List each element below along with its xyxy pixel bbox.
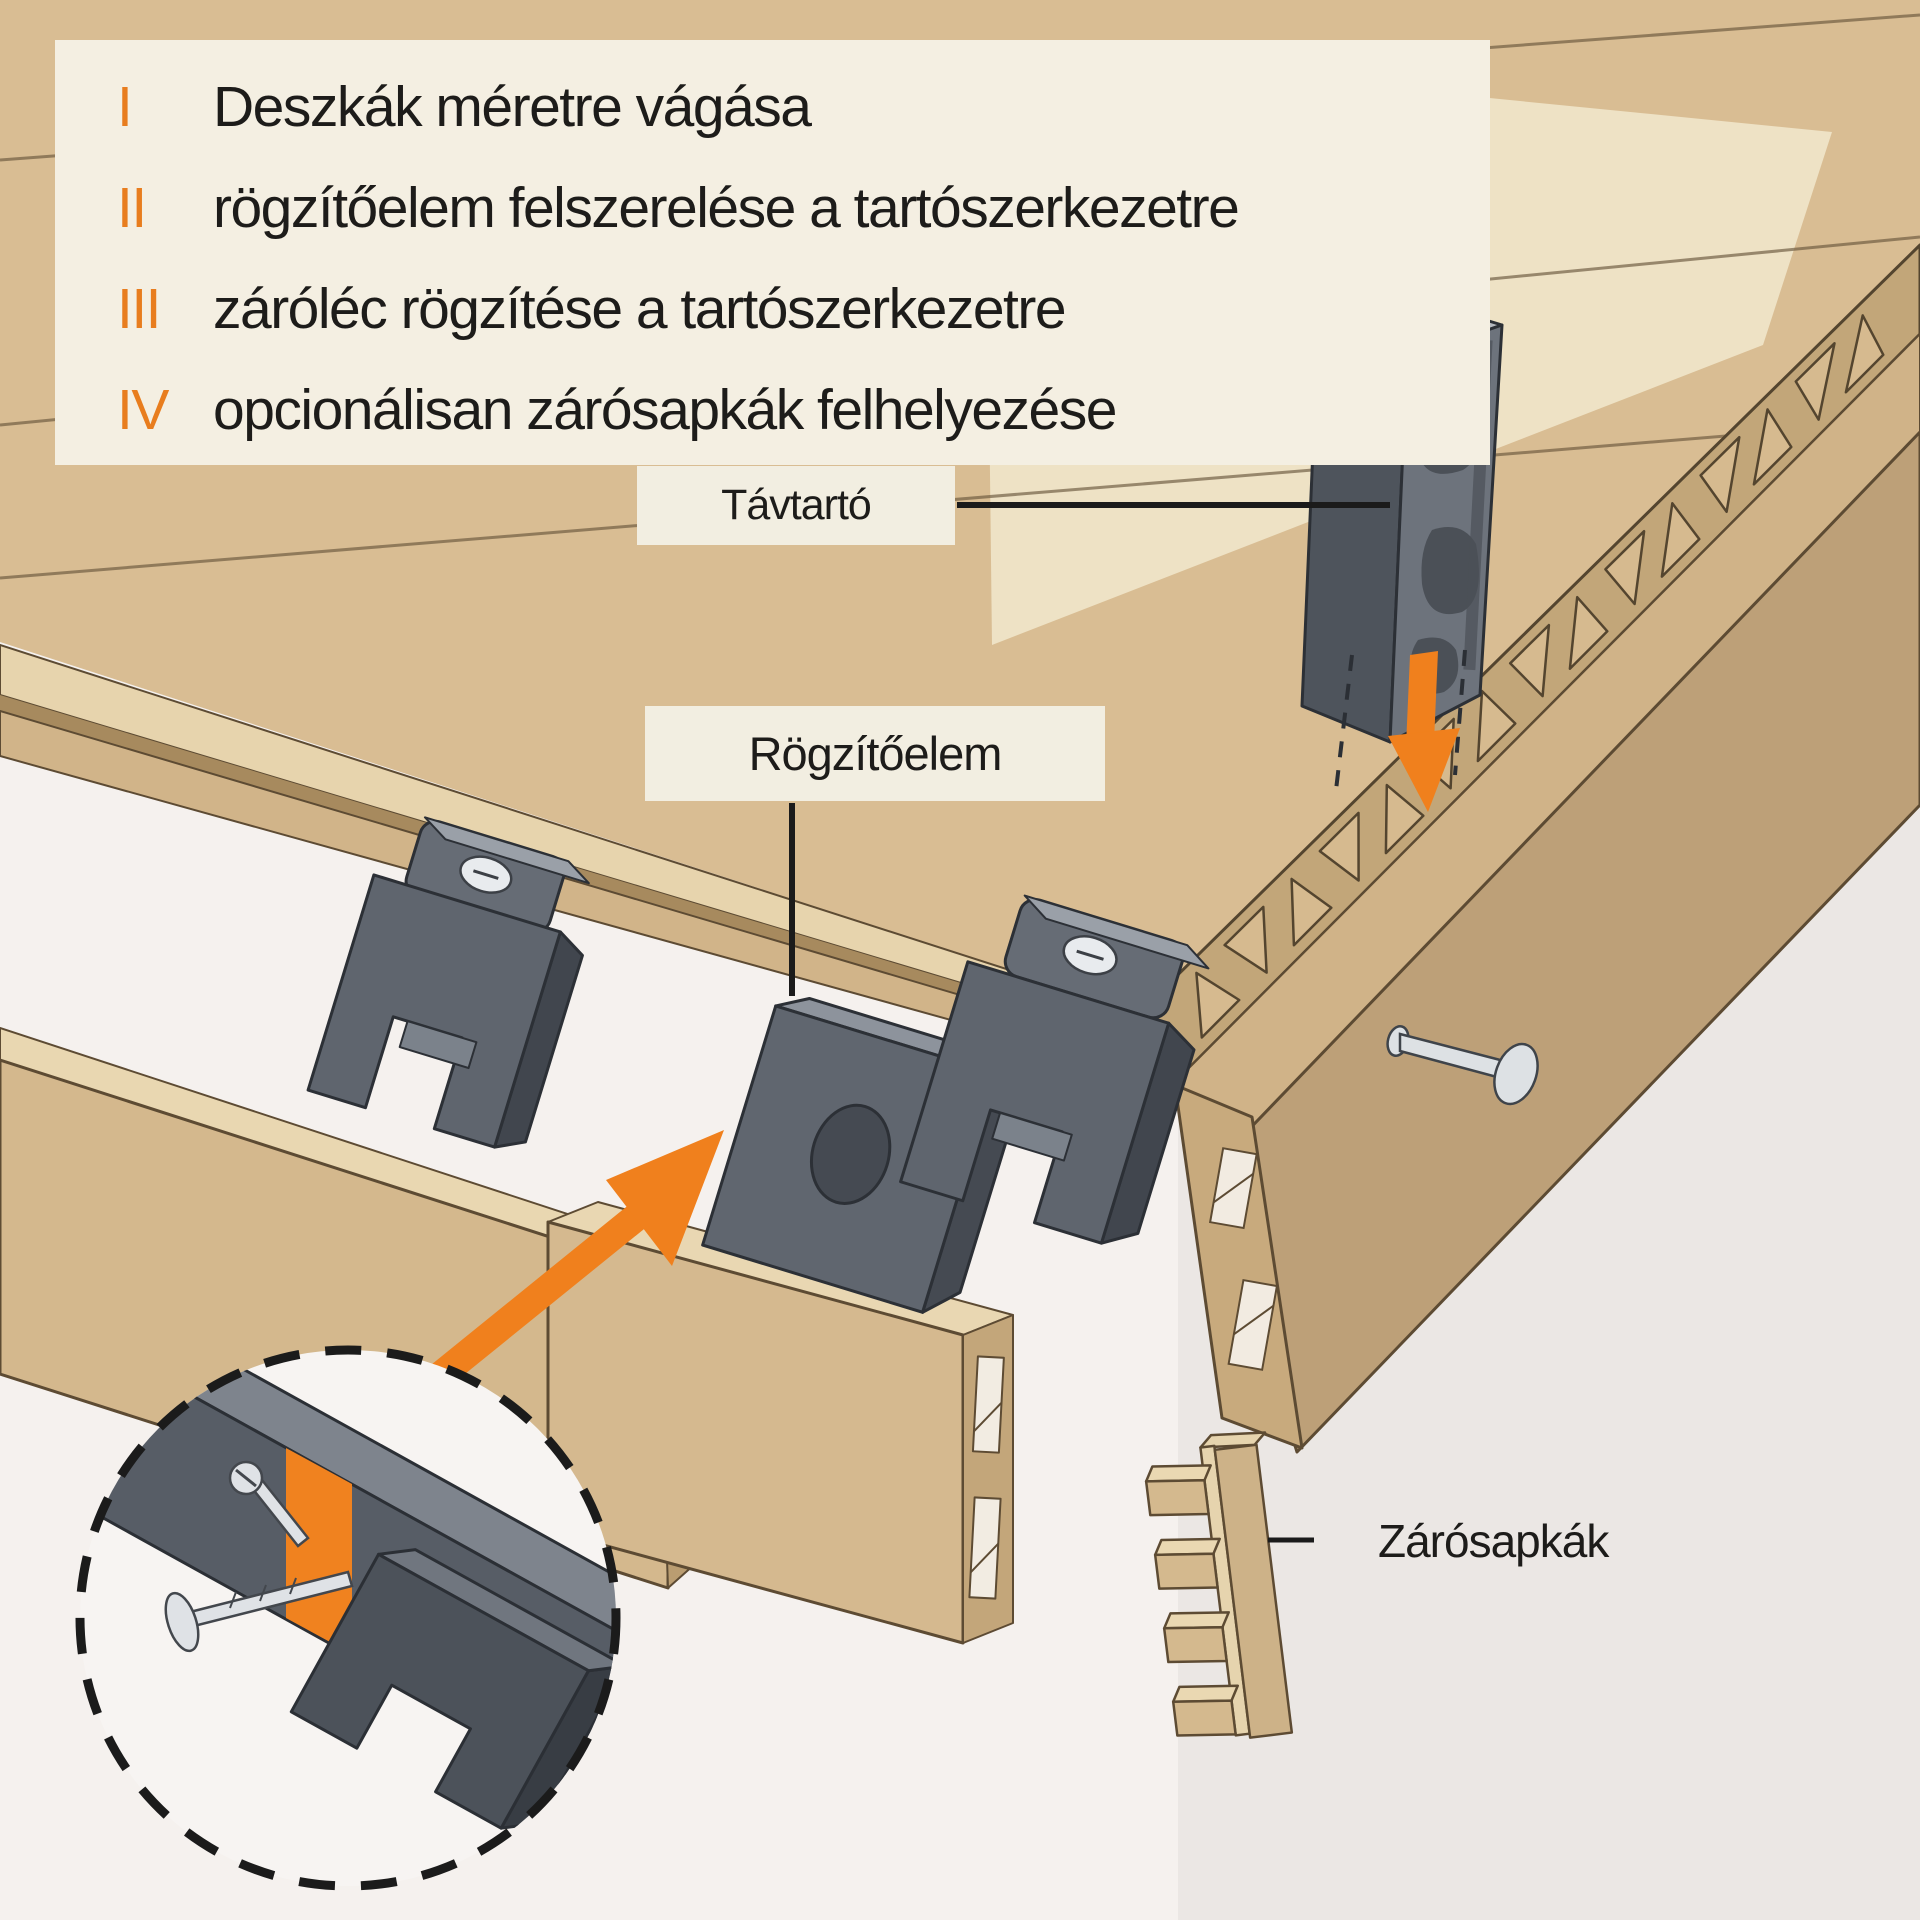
clip-insert-arrow <box>400 1130 724 1412</box>
step-4-numeral: IV <box>117 377 169 442</box>
step-3-numeral: III <box>117 276 162 341</box>
step-3-text: záróléc rögzítése a tartószerkezetre <box>213 276 1067 341</box>
clip-left <box>306 816 590 1149</box>
step-1-text: Deszkák méretre vágása <box>213 74 812 139</box>
fastener-label: Rögzítőelem <box>645 706 1105 801</box>
clip-screw <box>1062 935 1118 976</box>
clip-right <box>899 894 1210 1245</box>
instructions-panel: I Deszkák méretre vágása II rögzítőelem … <box>55 40 1490 465</box>
detail-orange-plate <box>286 1448 352 1654</box>
truss-cutout-triangle <box>1195 971 1241 1039</box>
step-2-numeral: II <box>117 175 147 240</box>
instruction-step-2: II rögzítőelem felszerelése a tartószerk… <box>117 157 1490 258</box>
truss-cutout-triangle <box>1223 905 1268 974</box>
end-cap <box>1144 1431 1294 1739</box>
instruction-step-1: I Deszkák méretre vágása <box>117 56 1490 157</box>
end-cap-tabs <box>1144 1464 1239 1737</box>
fascia-end-face <box>1173 1083 1304 1450</box>
detail-clip <box>289 1548 616 1830</box>
fascia-screw <box>1386 1025 1539 1106</box>
truss-cutout-triangle <box>1476 689 1517 763</box>
truss-cutout-triangle <box>1699 435 1741 514</box>
spacer-insert-arrow <box>1388 651 1460 812</box>
detail-screw-large <box>164 1570 354 1653</box>
step-2-text: rögzítőelem felszerelése a tartószerkeze… <box>213 175 1240 240</box>
instruction-step-4: IV opcionálisan zárósapkák felhelyezése <box>117 359 1490 460</box>
clip-hole <box>809 1103 892 1205</box>
truss-cutout-triangle <box>1660 502 1701 578</box>
spacer-label: Távtartó <box>637 466 955 545</box>
truss-cutout-triangle <box>1794 342 1836 421</box>
truss-cutout-triangle <box>1568 595 1609 671</box>
truss-cutout-triangle <box>1290 877 1333 947</box>
truss-cutout-triangle <box>1508 623 1551 698</box>
clip-screw <box>459 855 513 894</box>
end-caps-label: Zárósapkák <box>1378 1515 1609 1567</box>
truss-cutout-triangle <box>1604 529 1646 606</box>
truss-cutout-triangle <box>1318 811 1360 882</box>
truss-cutout-triangle <box>1844 314 1885 394</box>
detail-circle-border <box>75 1345 621 1891</box>
detail-screw-small <box>228 1460 310 1548</box>
truss-cutout-triangle <box>1384 783 1425 855</box>
truss-cutout-triangle <box>1752 408 1793 486</box>
detail-circle <box>75 1345 621 1891</box>
instruction-step-3: III záróléc rögzítése a tartószerkezetre <box>117 258 1490 359</box>
step-1-numeral: I <box>117 74 133 139</box>
step-4-text: opcionálisan zárósapkák felhelyezése <box>213 377 1117 442</box>
spacer-drop-guides <box>1334 649 1467 791</box>
